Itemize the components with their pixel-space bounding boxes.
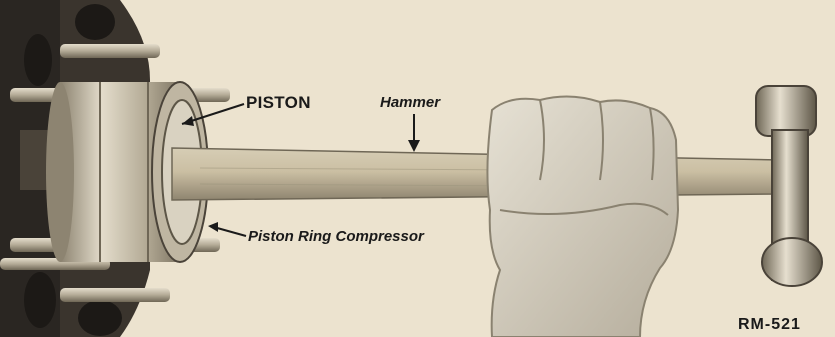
- label-piston-ring-compressor: Piston Ring Compressor: [248, 228, 424, 245]
- figure-number: RM-521: [738, 316, 801, 334]
- gloved-hand: [487, 96, 678, 337]
- hammer-handle: [172, 148, 780, 200]
- label-piston: PISTON: [246, 93, 311, 113]
- label-hammer: Hammer: [380, 94, 440, 111]
